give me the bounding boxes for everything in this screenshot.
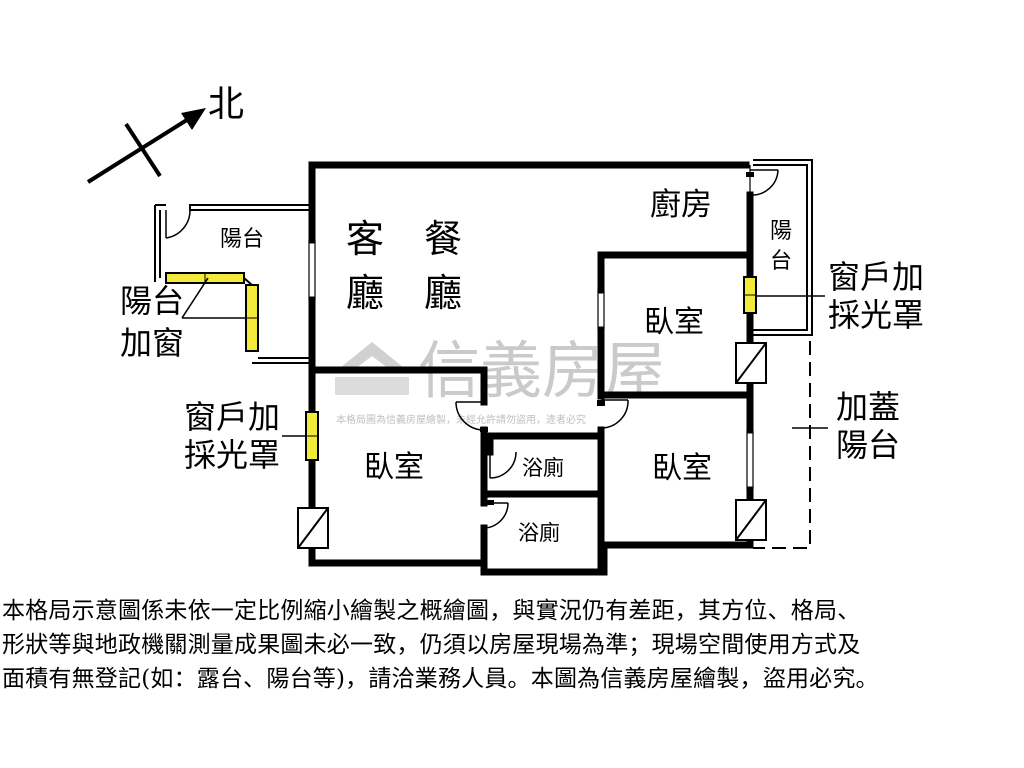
callout-balcony-window-line-2: 加窗 — [120, 324, 184, 362]
room-label-living-2: 廳 — [346, 271, 384, 315]
room-label-bath-1: 浴廁 — [522, 456, 564, 480]
ne-bedroom-north-wall — [597, 251, 754, 294]
room-label-bath-2: 浴廁 — [518, 521, 560, 545]
room-label-living-1: 客 — [346, 217, 384, 261]
compass-north-label: 北 — [208, 84, 244, 125]
bath-1-door — [489, 451, 517, 479]
callout-window-right-line-2: 採光罩 — [828, 296, 924, 334]
callout-window-right-line-1: 窗戶加 — [828, 258, 924, 296]
ac-unit-se — [735, 499, 767, 541]
watermark: 信義房屋 本格局圖為信義房屋繪製，未經允許請勿盜用，違者必究 — [335, 334, 666, 426]
watermark-logo — [335, 342, 409, 372]
door-swings — [455, 169, 779, 529]
balcony-window-corner — [243, 277, 253, 286]
leader-balcony-window-1 — [181, 277, 209, 319]
room-label-dining-2: 廳 — [424, 271, 462, 315]
callout-added-balcony-line-1: 加蓋 — [836, 388, 900, 426]
room-label-dining-1: 餐 — [424, 217, 462, 261]
watermark-logo-base — [335, 377, 409, 395]
west-balcony-door — [165, 209, 191, 239]
se-bedroom-door — [600, 399, 629, 429]
ac-units — [297, 342, 767, 549]
callout-window-left-line-1: 窗戶加 — [184, 398, 280, 436]
room-label-west-balcony: 陽台 — [220, 227, 264, 252]
added-balcony-outline — [753, 334, 811, 549]
compass-arrow-shaft — [86, 116, 192, 184]
compass: 北 — [86, 84, 244, 184]
west-balcony-top-wall — [189, 204, 312, 211]
floor-plan-diagram: 北 信義房屋 本格局圖為信義房屋繪製，未經允許請勿盜用，違者必究 — [86, 84, 924, 576]
room-label-east-balcony-2: 台 — [770, 249, 792, 274]
room-label-kitchen: 廚房 — [650, 187, 712, 223]
ac-unit-sw — [297, 507, 329, 549]
watermark-note: 本格局圖為信義房屋繪製，未經允許請勿盜用，違者必究 — [336, 413, 586, 426]
room-label-bedroom-sw: 臥室 — [364, 450, 424, 485]
south-wall — [480, 541, 754, 576]
disclaimer-line-1: 本格局示意圖係未依一定比例縮小繪製之概繪圖，與實況仍有差距，其方位、格局、 — [2, 598, 861, 624]
east-balcony-outline — [753, 159, 813, 336]
skylight-window-dividers — [204, 273, 756, 437]
room-label-east-balcony-1: 陽 — [770, 219, 792, 244]
door-knobs — [480, 172, 754, 505]
ac-unit-ne — [735, 342, 767, 384]
room-label-bedroom-se: 臥室 — [652, 451, 712, 486]
west-wall-lower — [308, 456, 488, 567]
disclaimer-line-3: 面積有無登記(如：露台、陽台等)，請洽業務人員。本圖為信義房屋繪製，盜用必究。 — [2, 666, 879, 692]
kitchen-door — [749, 169, 779, 196]
sw-bedroom-north-wall — [308, 366, 488, 406]
disclaimer-line-2: 形狀等與地政機關測量成果圖未必一致，仍須以房屋現場為準；現場空間使用方式及 — [2, 632, 861, 658]
room-label-bedroom-ne: 臥室 — [644, 305, 704, 340]
callout-window-left-line-2: 採光罩 — [184, 436, 280, 474]
callout-leaders — [181, 277, 828, 437]
callout-added-balcony-line-2: 陽台 — [836, 426, 900, 464]
sw-bedroom-door — [455, 401, 485, 431]
bath-2-door — [483, 502, 509, 529]
east-balcony-outline-inner — [753, 164, 808, 331]
main-walls — [308, 161, 754, 576]
disclaimer-text: 本格局示意圖係未依一定比例縮小繪製之概繪圖，與實況仍有差距，其方位、格局、 形狀… — [2, 594, 1022, 696]
compass-cross-bar — [124, 122, 162, 178]
compass-arrow-head — [181, 108, 206, 130]
callout-balcony-window-line-1: 陽台 — [120, 282, 184, 320]
